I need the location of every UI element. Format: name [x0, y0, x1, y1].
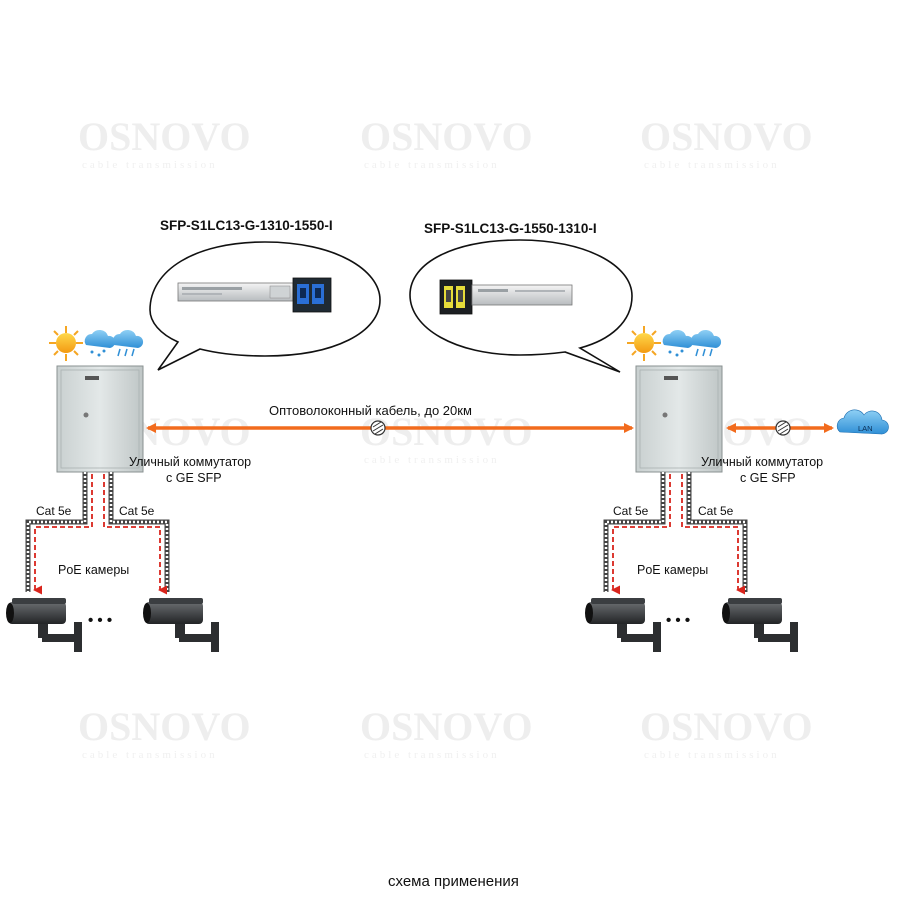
- sfp-module-image-left: [177, 277, 332, 313]
- poe-cameras-label-right: PoE камеры: [637, 563, 708, 577]
- lan-label: LAN: [858, 424, 873, 433]
- poe-cameras-label-left: PoE камеры: [58, 563, 129, 577]
- sfp-model-right-title: SFP-S1LC13-G-1550-1310-I: [424, 221, 597, 236]
- camera-icon: [6, 598, 82, 652]
- switch-label-right-line1: Уличный коммутатор: [701, 455, 823, 469]
- watermark: OSNOVO cable transmission: [78, 114, 251, 171]
- fiber-cable-label: Оптоволоконный кабель, до 20км: [269, 403, 472, 418]
- watermark-tagline: cable transmission: [644, 159, 780, 171]
- cable-label-right-1: Cat 5e: [613, 504, 649, 518]
- watermark-brand: OSNOVO: [640, 114, 813, 159]
- watermark: OSNOVO cable transmission: [78, 704, 251, 761]
- watermark-tagline: cable transmission: [82, 749, 218, 761]
- watermark: OSNOVO cable transmission: [640, 704, 813, 761]
- street-switch-cabinet-left: [56, 365, 144, 473]
- camera-icon: [585, 598, 661, 652]
- camera-icon: [722, 598, 798, 652]
- sun-icon: [49, 326, 83, 361]
- switch-label-left-line1: Уличный коммутатор: [129, 455, 251, 469]
- watermark: OSNOVO cable transmission: [360, 114, 533, 171]
- fiber-connector-icon: [775, 420, 791, 436]
- watermark-brand: OSNOVO: [360, 114, 533, 159]
- watermark-brand: OSNOVO: [360, 704, 533, 749]
- diagram-caption: схема применения: [388, 873, 519, 890]
- watermark: OSNOVO cable transmission: [360, 704, 533, 761]
- cable-label-right-2: Cat 5e: [698, 504, 734, 518]
- watermark-brand: OSNOVO: [78, 114, 251, 159]
- watermark-tagline: cable transmission: [364, 749, 500, 761]
- speech-bubble-right: [409, 239, 633, 373]
- switch-label-left-line2: с GE SFP: [166, 471, 222, 485]
- rain-cloud-icon: [690, 329, 722, 357]
- watermark-tagline: cable transmission: [82, 159, 218, 171]
- cat5e-cable-right-2: [681, 472, 748, 595]
- watermark-tagline: cable transmission: [644, 749, 780, 761]
- cable-label-left-2: Cat 5e: [119, 504, 155, 518]
- rain-cloud-icon: [112, 329, 144, 357]
- sfp-model-left-title: SFP-S1LC13-G-1310-1550-I: [160, 218, 333, 233]
- watermark-tagline: cable transmission: [364, 159, 500, 171]
- cat5e-cable-right-1: [603, 472, 671, 595]
- sun-icon: [627, 326, 661, 361]
- street-switch-cabinet-right: [635, 365, 723, 473]
- watermark-brand: OSNOVO: [640, 704, 813, 749]
- switch-label-right-line2: с GE SFP: [740, 471, 796, 485]
- speech-bubble-left: [149, 241, 381, 371]
- sfp-module-image-right: [439, 279, 573, 315]
- ellipsis-right: • • •: [666, 612, 690, 629]
- ellipsis-left: • • •: [88, 612, 112, 629]
- fiber-connector-icon: [370, 420, 386, 436]
- camera-icon: [143, 598, 219, 652]
- rain-cloud-icon: [662, 329, 694, 357]
- watermark: OSNOVO cable transmission: [640, 114, 813, 171]
- lan-cloud-icon: LAN: [836, 409, 889, 435]
- rain-cloud-icon: [84, 329, 116, 357]
- lan-link-arrow: [726, 420, 834, 436]
- cable-label-left-1: Cat 5e: [36, 504, 72, 518]
- fiber-link-arrow: [146, 420, 634, 436]
- cat5e-cable-left-2: [103, 472, 170, 595]
- watermark-tagline: cable transmission: [364, 454, 500, 466]
- cat5e-cable-left-1: [25, 472, 93, 595]
- watermark-brand: OSNOVO: [78, 704, 251, 749]
